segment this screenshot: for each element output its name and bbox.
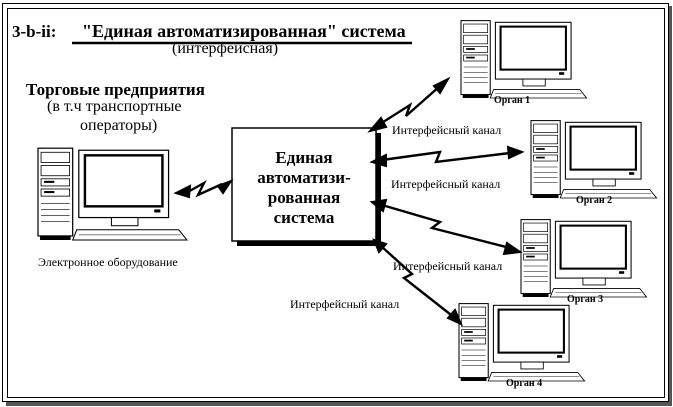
agency-1-label: Орган 1 — [494, 95, 531, 106]
channel-3-label: Интерфейсный канал — [393, 259, 503, 273]
central-system-line4: система — [273, 208, 335, 227]
agency-4-label: Орган 4 — [506, 378, 543, 389]
channel-1-label: Интерфейсный канал — [392, 123, 502, 137]
channel-4-label: Интерфейсный канал — [290, 297, 400, 311]
agency-2-computer-icon — [529, 119, 658, 200]
central-system-line3: рованная — [267, 188, 341, 207]
frame-shadow-right — [668, 6, 672, 403]
agency-4-computer-icon — [457, 302, 586, 383]
channel-2-label: Интерфейсный канал — [391, 177, 501, 191]
traders-label-line2: (в т.ч транспортные — [47, 98, 182, 115]
diagram-title: "Единая автоматизированная" система — [82, 21, 406, 41]
central-system-line2: автоматизи- — [257, 168, 351, 187]
frame-shadow-bottom — [6, 401, 672, 406]
section-code: 3-b-ii: — [12, 22, 57, 41]
agency-3-label: Орган 3 — [567, 294, 604, 305]
agency-1-computer-icon — [459, 19, 588, 100]
agency-3-computer-icon — [519, 218, 648, 299]
diagram-inner-frame — [7, 8, 665, 398]
central-system-line1: Единая — [275, 148, 333, 167]
trader-computer-icon — [36, 146, 189, 242]
traders-label: Торговые предприятия — [26, 80, 205, 99]
diagram-subtitle: (интерфейсная) — [172, 40, 279, 57]
central-system-box — [231, 127, 377, 242]
traders-label-line3: операторы) — [80, 117, 158, 134]
agency-2-label: Орган 2 — [576, 195, 613, 206]
equipment-label: Электронное оборудование — [38, 255, 178, 269]
